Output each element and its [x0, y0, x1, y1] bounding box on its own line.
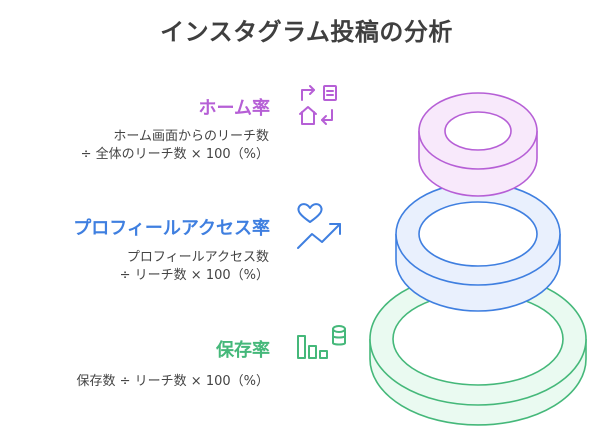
blue-ring	[395, 182, 561, 312]
home-rate-description: ホーム画面からのリーチ数 ÷ 全体のリーチ数 × 100（%）	[81, 128, 269, 164]
home-rate-formula-line-2: ÷ 全体のリーチ数 × 100（%）	[80, 147, 269, 162]
purple-ring	[418, 92, 538, 197]
bar-database-icon	[297, 325, 346, 359]
profile-access-rate-description: プロフィールアクセス数 ÷ リーチ数 × 100（%）	[120, 249, 269, 285]
page-title: インスタグラム投稿の分析	[160, 18, 453, 46]
profile-access-rate-title: プロフィールアクセス率	[73, 218, 270, 239]
home-redirect-icon	[299, 85, 337, 125]
save-rate-description: 保存数 ÷ リーチ数 × 100（%）	[77, 373, 269, 391]
save-rate-title: 保存率	[216, 340, 270, 361]
home-rate-title: ホーム率	[198, 98, 270, 119]
home-rate-formula-line-1: ホーム画面からのリーチ数	[113, 129, 269, 144]
profile-access-rate-formula-line-1: プロフィールアクセス数	[126, 250, 269, 265]
profile-access-rate-formula-line-2: ÷ リーチ数 × 100（%）	[119, 268, 269, 283]
save-rate-formula-line-1: 保存数 ÷ リーチ数 × 100（%）	[76, 374, 269, 389]
green-ring	[369, 272, 587, 426]
heart-trend-icon	[297, 203, 341, 249]
